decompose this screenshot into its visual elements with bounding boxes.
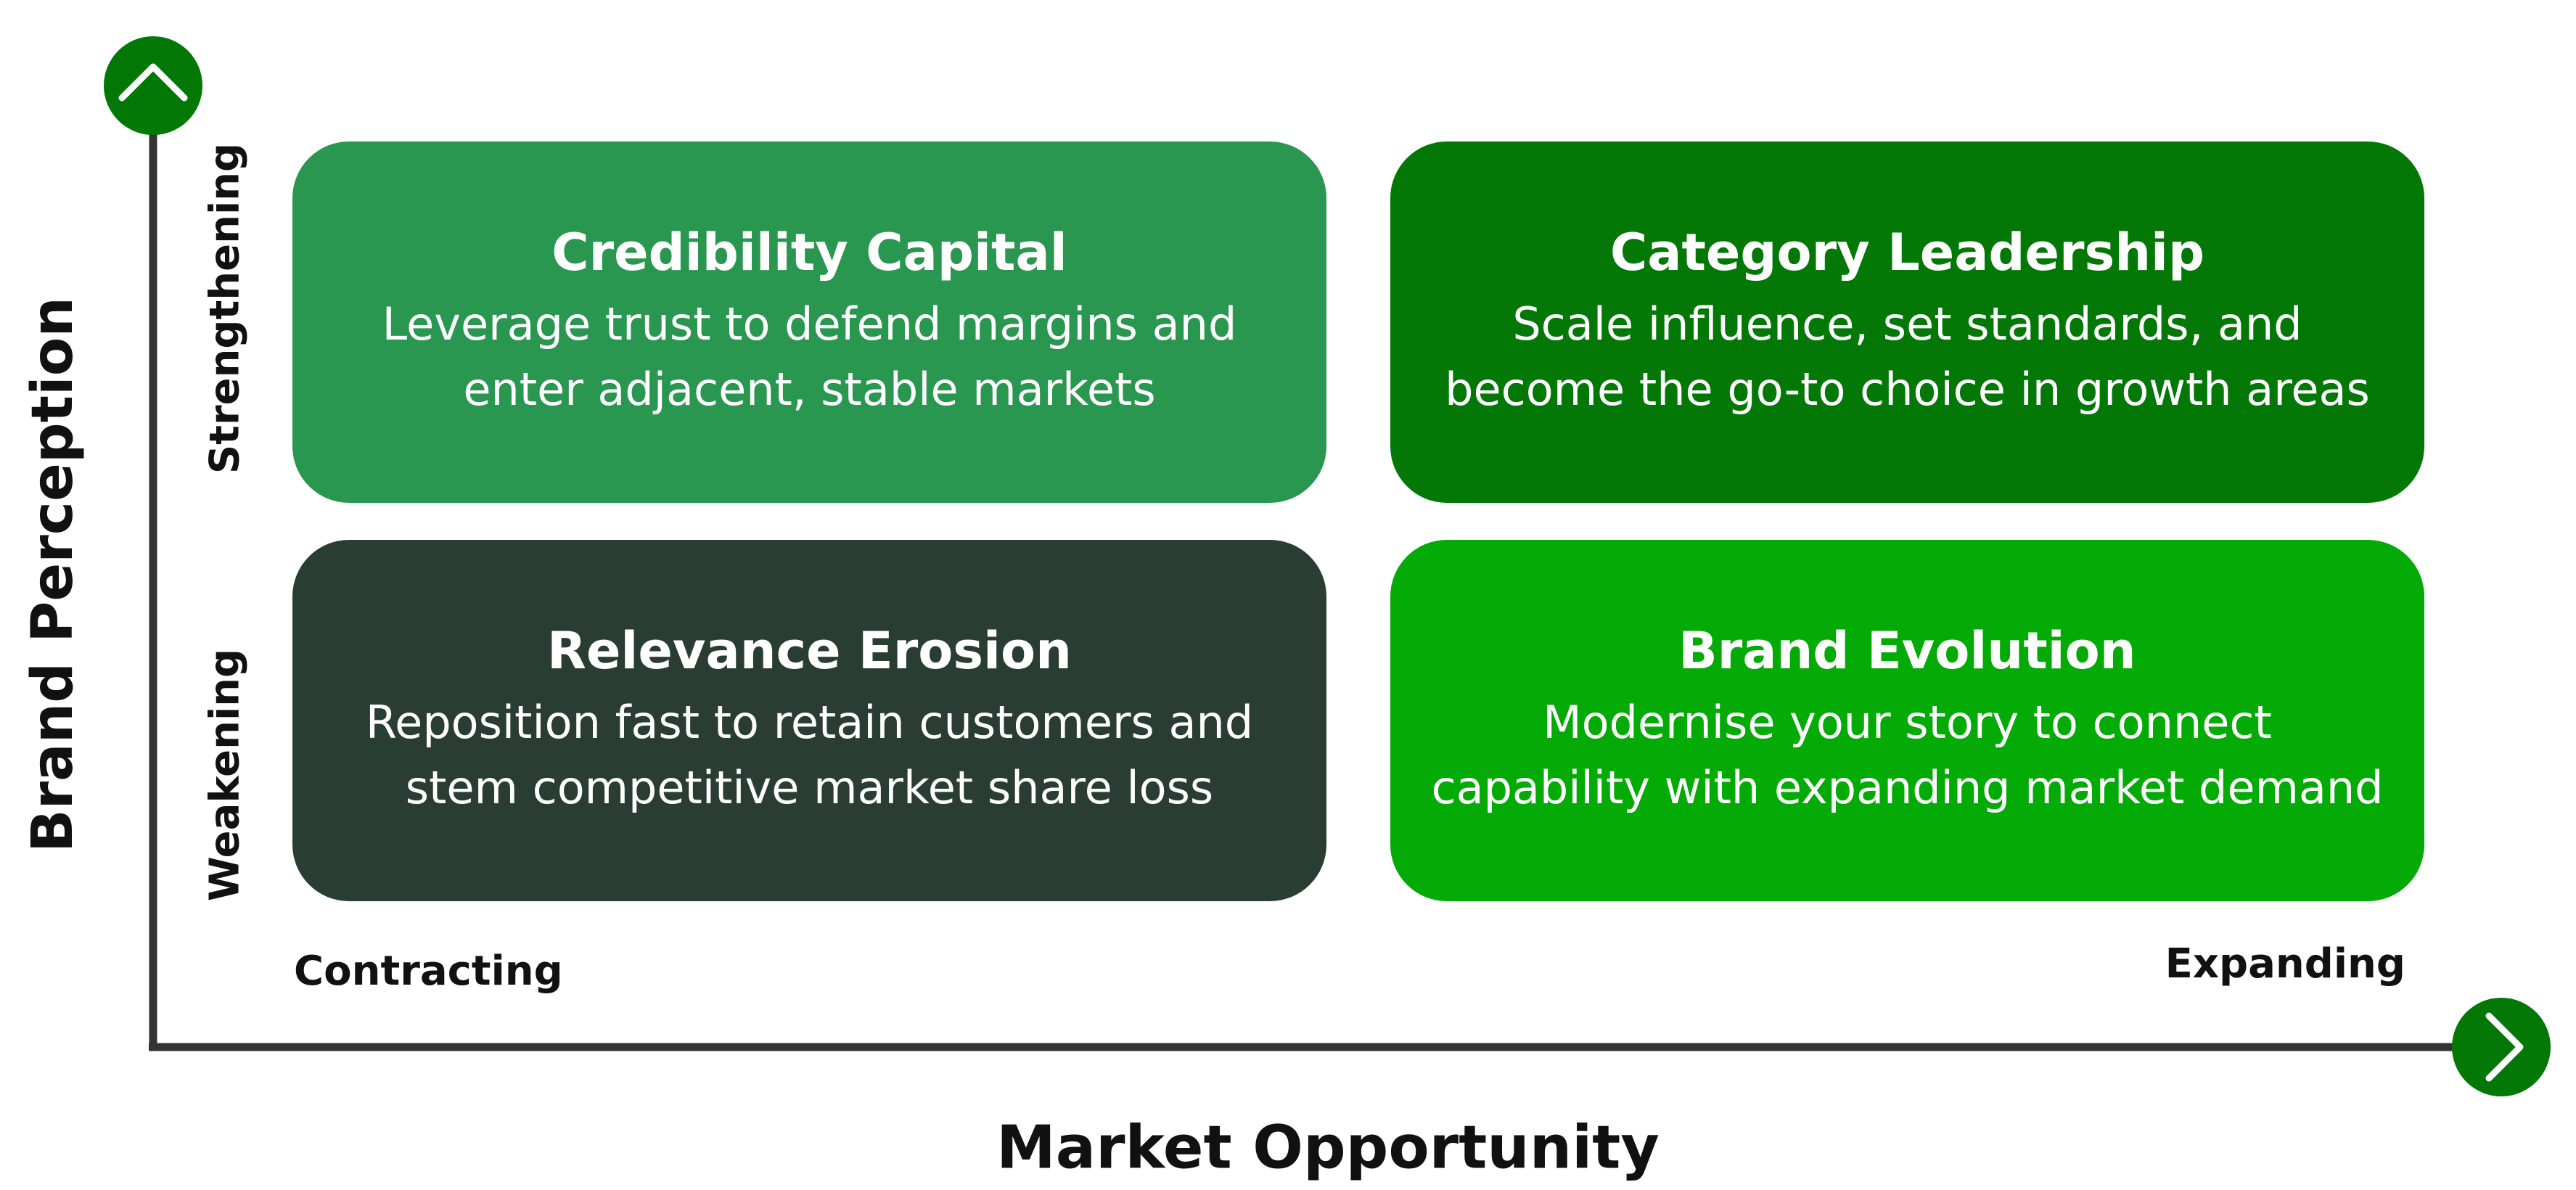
quadrant-brand-evolution: Brand Evolution Modernise your story to … — [1390, 540, 2424, 901]
quadrant-description-line: capability with expanding market demand — [1431, 761, 2384, 814]
y-tick-weakening: Weakening — [201, 648, 249, 902]
quadrant-description-line: Leverage trust to defend margins and — [382, 298, 1237, 351]
quadrant-title: Relevance Erosion — [547, 621, 1072, 681]
quadrant-description-line: become the go-to choice in growth areas — [1445, 363, 2370, 416]
quadrant-description-line: Scale influence, set standards, and — [1512, 298, 2302, 351]
quadrant-description-line: enter adjacent, stable markets — [463, 363, 1156, 416]
chevron-up-icon — [104, 36, 202, 135]
y-axis-title: Brand Perception — [20, 297, 86, 853]
x-axis-title: Market Opportunity — [996, 1113, 1660, 1183]
quadrant-title: Credibility Capital — [551, 223, 1067, 283]
quadrant-relevance-erosion: Relevance Erosion Reposition fast to ret… — [292, 540, 1326, 901]
chevron-right-icon — [2452, 998, 2551, 1096]
quadrant-description-line: Reposition fast to retain customers and — [365, 696, 1254, 750]
quadrant-description: Modernise your story to connect capabili… — [1431, 690, 2383, 821]
quadrant-description: Leverage trust to defend margins and ent… — [382, 292, 1237, 422]
x-tick-expanding: Expanding — [2165, 940, 2405, 988]
quadrant-credibility-capital: Credibility Capital Leverage trust to de… — [292, 141, 1326, 503]
quadrant-category-leadership: Category Leadership Scale influence, set… — [1390, 141, 2424, 503]
quadrant-title: Category Leadership — [1609, 223, 2205, 283]
quadrant-description-line: Modernise your story to connect — [1543, 696, 2272, 750]
quadrant-description: Reposition fast to retain customers and … — [366, 690, 1253, 821]
x-tick-contracting: Contracting — [294, 948, 563, 995]
quadrant-title: Brand Evolution — [1678, 621, 2136, 681]
y-tick-strengthening: Strengthening — [201, 142, 249, 475]
quadrant-description-line: stem competitive market share loss — [405, 761, 1214, 814]
quadrant-description: Scale influence, set standards, and beco… — [1445, 292, 2370, 422]
